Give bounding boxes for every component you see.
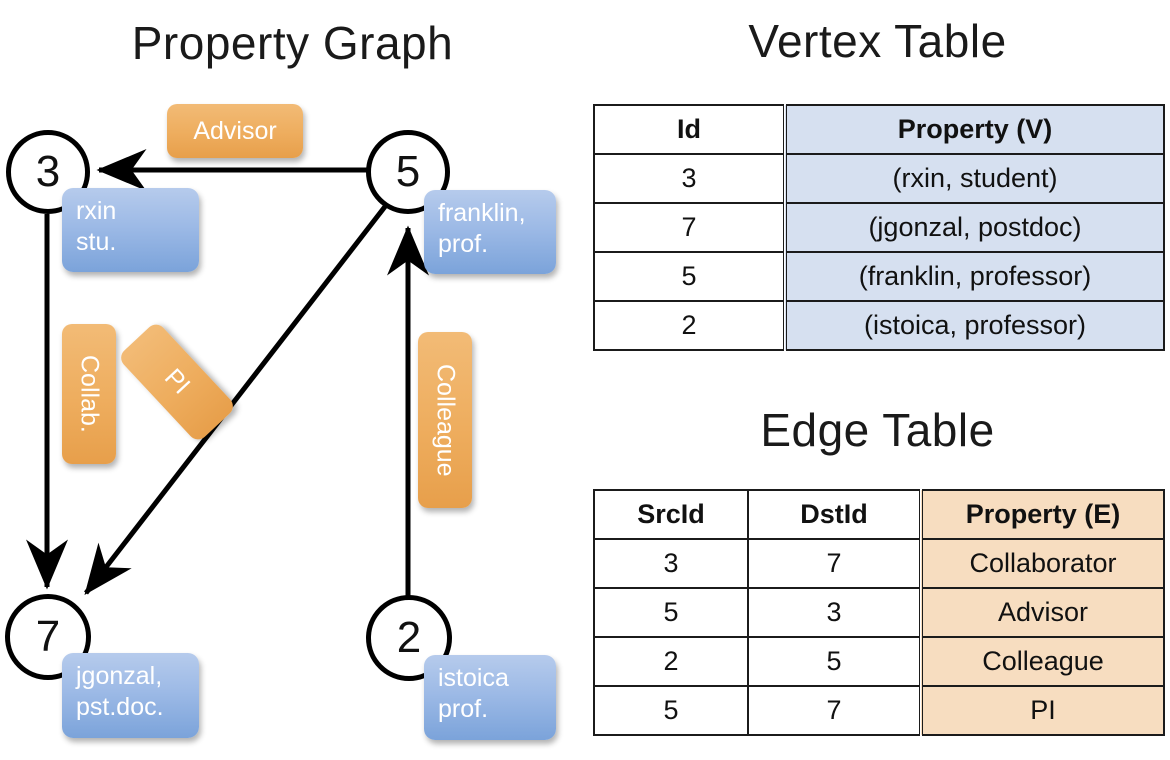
edge-label-pi-text: PI	[159, 363, 196, 400]
edge-label-colleague: Colleague	[418, 332, 472, 508]
edge-property-cell: Collaborator	[919, 538, 1165, 589]
node-property-line-1: istoica	[438, 664, 509, 692]
node-property-box-istoica: istoica prof.	[424, 655, 556, 740]
table-row[interactable]: 3 (rxin, student)	[593, 153, 1165, 204]
edge-label-advisor-text: Advisor	[193, 116, 277, 145]
table-row[interactable]: 2 5 Colleague	[593, 636, 1165, 687]
edge-label-collab-text: Collab.	[75, 355, 104, 433]
edge-src-cell: 5	[593, 685, 749, 736]
edge-property-cell: Advisor	[919, 587, 1165, 638]
page-title-edge-table: Edge Table	[760, 404, 995, 456]
node-property-line-2: stu.	[76, 227, 117, 256]
table-row[interactable]: 5 3 Advisor	[593, 587, 1165, 638]
node-property-line-2: prof.	[438, 694, 489, 723]
node-property-line-1: franklin,	[438, 199, 526, 227]
vertex-table: Id Property (V) 3 (rxin, student) 7 (jgo…	[593, 104, 1165, 351]
vertex-id-cell: 5	[593, 251, 786, 302]
page-title-vertex-table: Vertex Table	[748, 15, 1007, 67]
edge-label-collab: Collab.	[62, 324, 116, 464]
edge-table-header-dstid: DstId	[747, 489, 922, 540]
edge-src-cell: 3	[593, 538, 749, 589]
graph-edges-svg	[25, 148, 430, 596]
edge-src-cell: 5	[593, 587, 749, 638]
table-row[interactable]: 5 7 PI	[593, 685, 1165, 736]
graph-node-7-label: 7	[35, 612, 61, 661]
edge-label-advisor: Advisor	[167, 104, 303, 158]
edge-label-colleague-text: Colleague	[431, 363, 460, 477]
vertex-table-header-row: Id Property (V)	[593, 104, 1165, 155]
node-property-line-1: rxin	[76, 197, 117, 225]
page-title-property-graph: Property Graph	[131, 17, 454, 69]
edge-5-to-7	[84, 202, 389, 595]
node-property-box-franklin: franklin, prof.	[424, 190, 556, 274]
edge-table-header-property: Property (E)	[919, 489, 1165, 540]
node-property-line-2: prof.	[438, 229, 489, 258]
vertex-property-cell: (franklin, professor)	[783, 251, 1165, 302]
graph-node-2[interactable]: 2	[366, 595, 452, 681]
graph-node-3-label: 3	[35, 147, 61, 196]
vertex-id-cell: 7	[593, 202, 786, 253]
table-row[interactable]: 2 (istoica, professor)	[593, 300, 1165, 351]
graph-node-2-label: 2	[396, 613, 422, 662]
edge-src-cell: 2	[593, 636, 749, 687]
table-row[interactable]: 5 (franklin, professor)	[593, 251, 1165, 302]
vertex-property-cell: (rxin, student)	[783, 153, 1165, 204]
vertex-property-cell: (jgonzal, postdoc)	[783, 202, 1165, 253]
node-property-box-rxin: rxin stu.	[62, 188, 199, 272]
graph-node-5-label: 5	[395, 147, 421, 196]
graph-node-5[interactable]: 5	[366, 130, 450, 214]
vertex-id-cell: 3	[593, 153, 786, 204]
edge-dst-cell: 3	[747, 587, 922, 638]
node-property-line-1: jgonzal,	[76, 662, 163, 690]
node-property-line-2: pst.doc.	[76, 692, 164, 721]
property-graph-diagram: 3 5 7 2 rxin stu. franklin, prof. jgonza…	[5, 104, 556, 740]
edge-dst-cell: 7	[747, 685, 922, 736]
edge-table-header-row: SrcId DstId Property (E)	[593, 489, 1165, 540]
vertex-property-cell: (istoica, professor)	[783, 300, 1165, 351]
edge-dst-cell: 7	[747, 538, 922, 589]
table-row[interactable]: 7 (jgonzal, postdoc)	[593, 202, 1165, 253]
node-property-box-jgonzal: jgonzal, pst.doc.	[62, 653, 199, 738]
vertex-table-header-id: Id	[593, 104, 786, 155]
edge-property-cell: Colleague	[919, 636, 1165, 687]
vertex-table-header-property: Property (V)	[783, 104, 1165, 155]
edge-property-cell: PI	[919, 685, 1165, 736]
edge-table: SrcId DstId Property (E) 3 7 Collaborato…	[593, 489, 1165, 736]
table-row[interactable]: 3 7 Collaborator	[593, 538, 1165, 589]
vertex-id-cell: 2	[593, 300, 786, 351]
edge-table-header-srcid: SrcId	[593, 489, 749, 540]
edge-dst-cell: 5	[747, 636, 922, 687]
